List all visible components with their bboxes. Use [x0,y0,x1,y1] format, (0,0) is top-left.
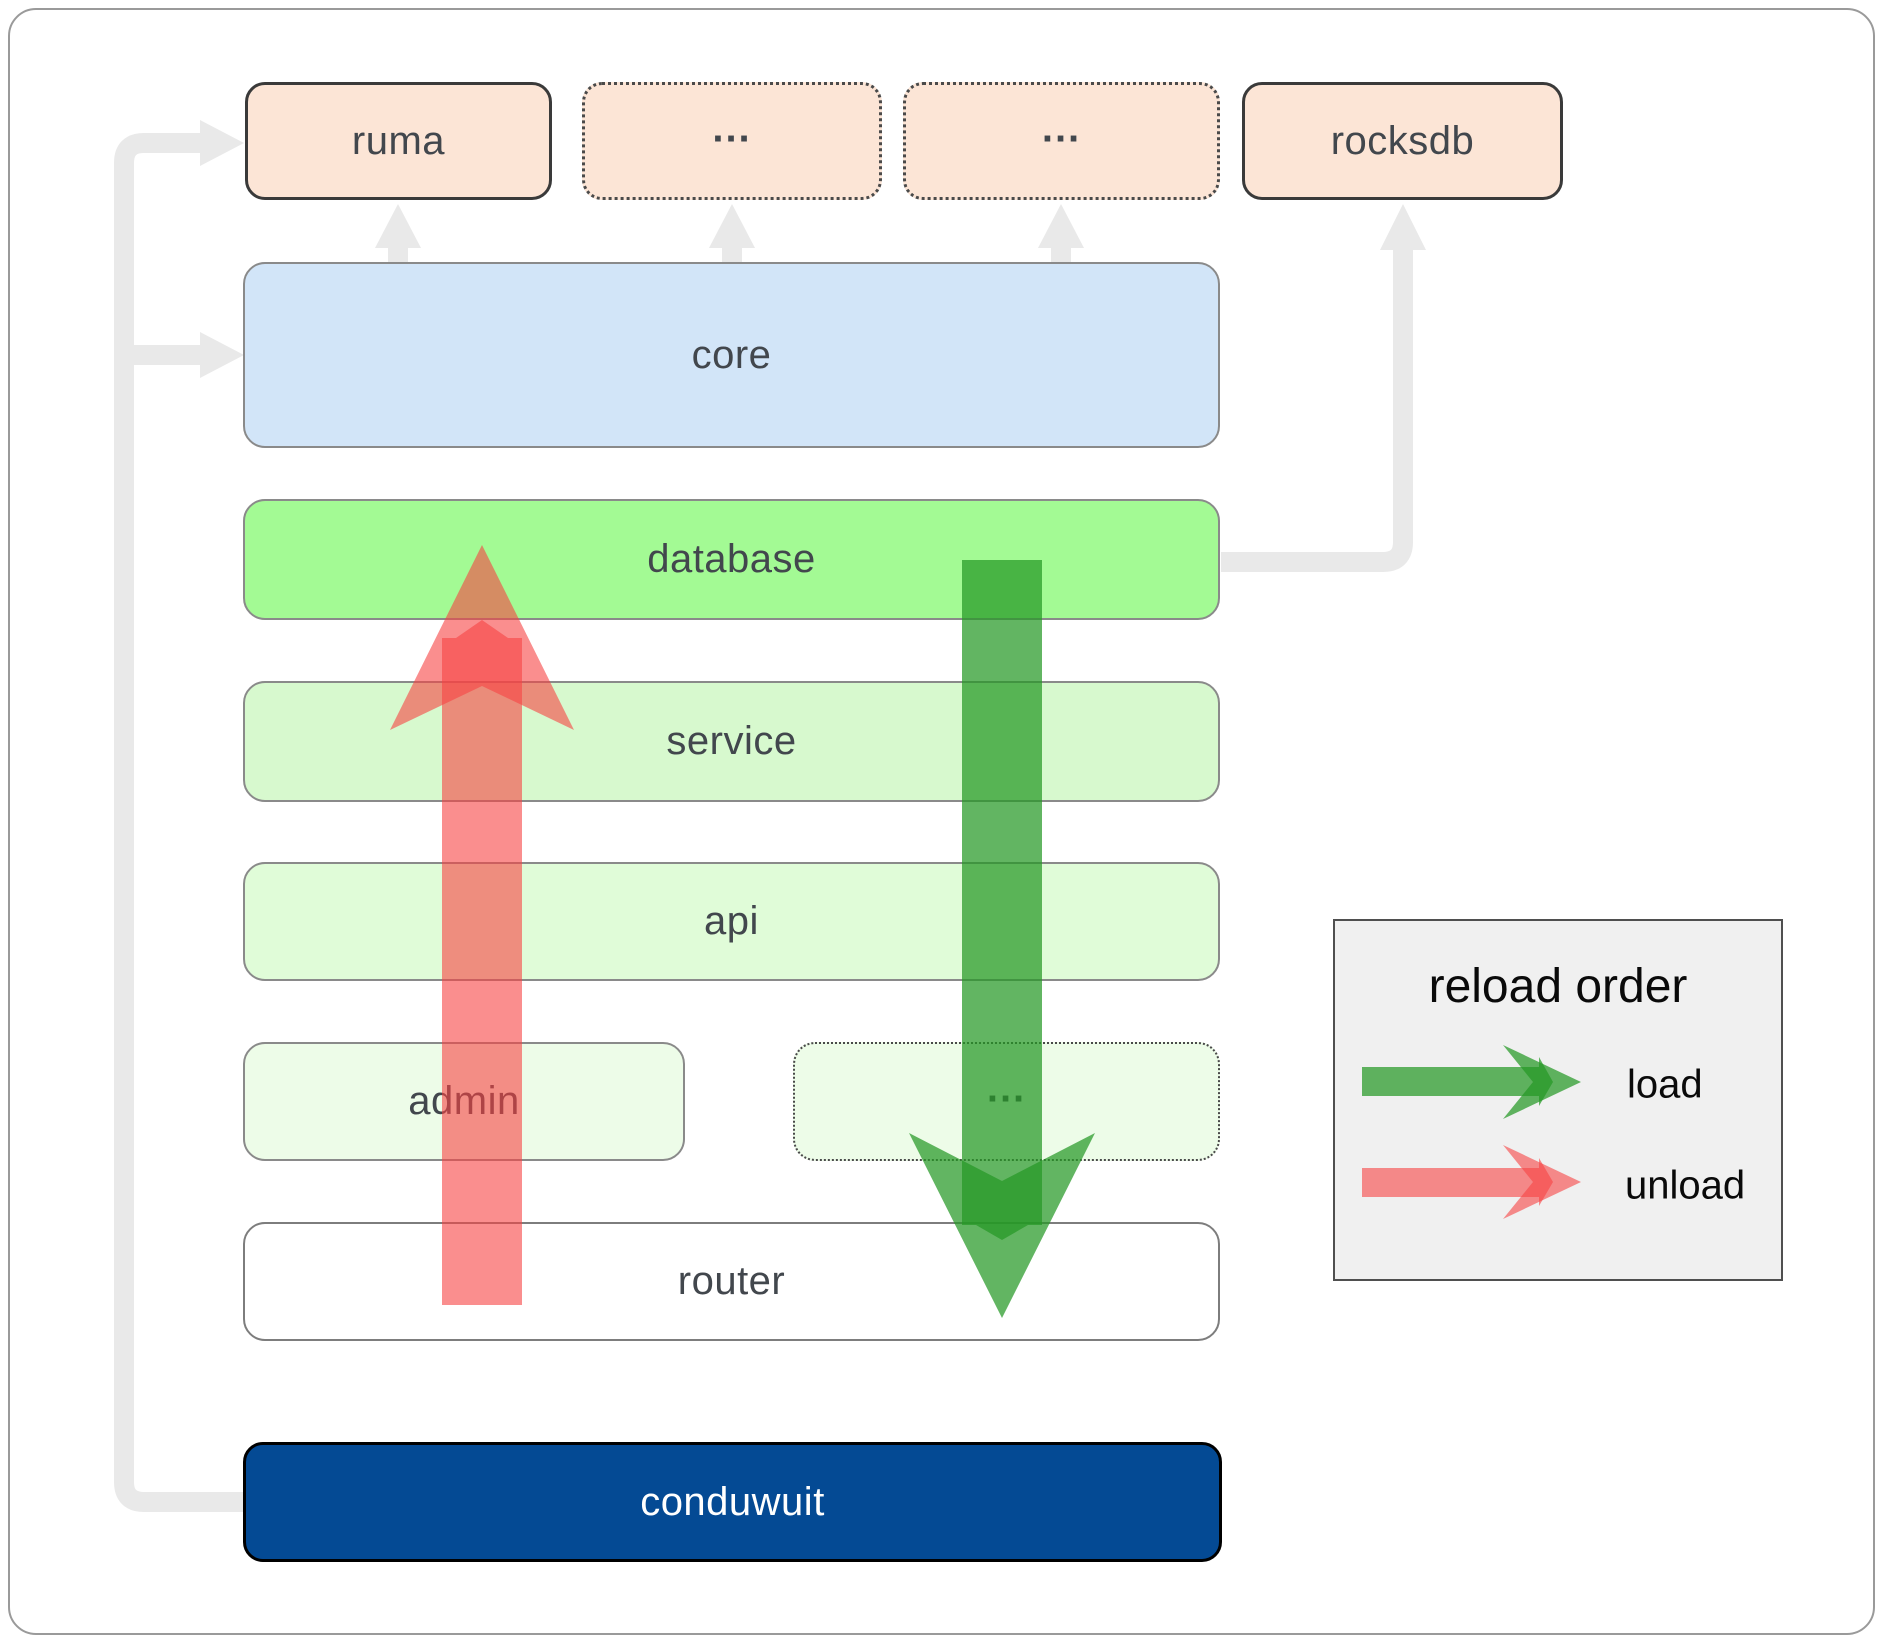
node-service: service [243,681,1220,802]
node-rocksdb: rocksdb [1242,82,1563,200]
node-ruma-label: ruma [351,118,446,163]
node-router: router [243,1222,1220,1341]
legend-title: reload order [1428,960,1688,1013]
node-admin-label: admin [408,1079,520,1123]
node-other-top-2: ... [903,82,1220,200]
node-conduwuit-label: conduwuit [640,1479,825,1524]
legend-load-label: load [1627,1062,1703,1107]
node-other-admin-label: ... [986,1066,1027,1111]
node-api: api [243,862,1220,981]
node-other-top-1: ... [582,82,882,200]
legend: reload order load unload [1333,919,1783,1281]
node-database: database [243,499,1220,620]
node-other-admin: ... [793,1042,1220,1161]
node-database-label: database [647,537,816,581]
node-core-label: core [691,332,772,377]
node-admin: admin [243,1042,685,1161]
legend-unload-label: unload [1625,1163,1746,1208]
node-ruma: ruma [245,82,552,200]
node-service-label: service [666,719,797,763]
node-core: core [243,262,1220,448]
node-other-top-2-label: ... [1041,105,1082,150]
node-conduwuit: conduwuit [243,1442,1222,1562]
node-other-top-1-label: ... [712,105,752,150]
node-api-label: api [704,899,759,943]
diagram-frame [8,8,1875,1635]
node-rocksdb-label: rocksdb [1330,118,1475,163]
node-router-label: router [677,1259,786,1303]
